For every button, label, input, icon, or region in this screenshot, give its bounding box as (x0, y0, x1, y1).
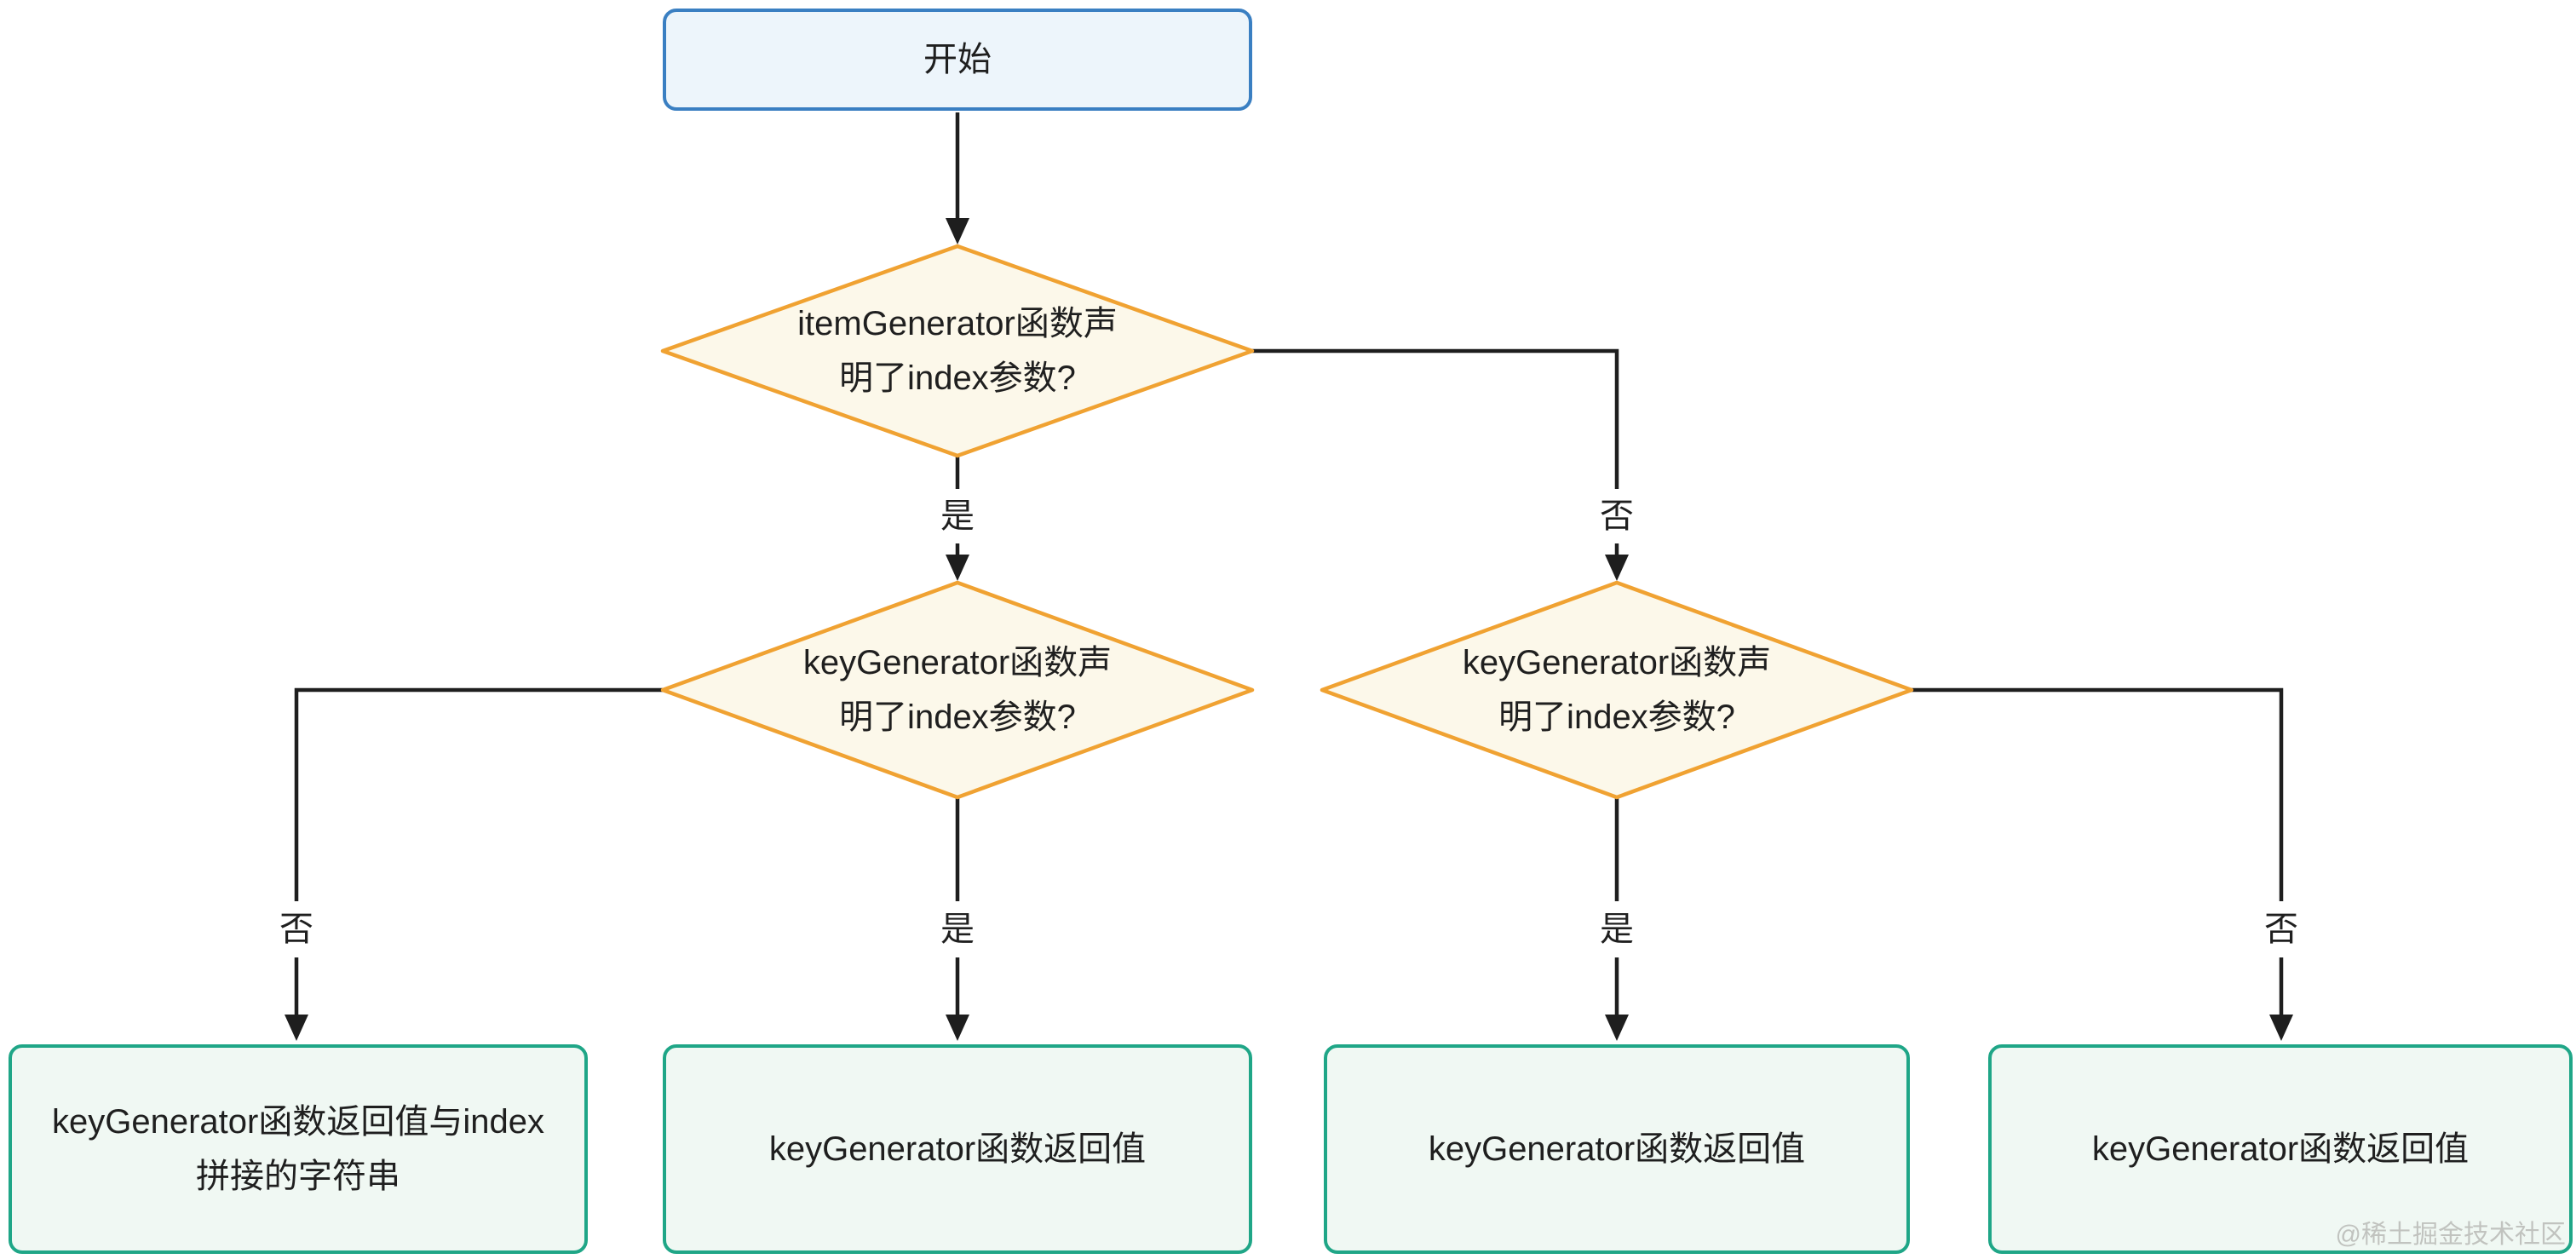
edge-decision1-no-elbow (1252, 348, 1619, 489)
result-node-concat-line1: keyGenerator函数返回值与index (52, 1103, 544, 1141)
edge-label-decision2-yes: 是 (940, 911, 975, 948)
arrowhead-decision2-yes (946, 1015, 969, 1041)
result-node-right: keyGenerator函数返回值 (1988, 1044, 2573, 1254)
result-node-mid: keyGenerator函数返回值 (1324, 1044, 1910, 1254)
start-node-label: 开始 (923, 41, 992, 78)
watermark-text: @稀土掘金技术社区 (2335, 1221, 2566, 1249)
arrowhead-decision1-yes (946, 555, 969, 581)
decision3-diamond-shape (1320, 580, 1914, 800)
arrowhead-decision3-no (2269, 1015, 2293, 1041)
arrowhead-decision2-no (285, 1015, 308, 1041)
edge-label-decision3-yes: 是 (1600, 911, 1634, 948)
result-node-mid-label: keyGenerator函数返回值 (1428, 1130, 1806, 1168)
edge-label-decision1-yes: 是 (940, 497, 975, 535)
decision1-diamond-shape (660, 244, 1255, 458)
result-node-concat-line2: 拼接的字符串 (196, 1158, 400, 1195)
result-node-left: keyGenerator函数返回值 (663, 1044, 1252, 1254)
edge-decision2-no-elbow (294, 687, 663, 901)
arrowhead-decision3-yes (1605, 1015, 1629, 1041)
edge-label-decision1-no: 否 (1600, 497, 1634, 535)
arrowhead-start-to-decision1 (946, 218, 969, 244)
arrowhead-decision1-no (1605, 555, 1629, 581)
result-node-concat: keyGenerator函数返回值与index 拼接的字符串 (9, 1044, 588, 1254)
edge-decision3-no-elbow (1912, 687, 2284, 901)
result-node-right-label: keyGenerator函数返回值 (2091, 1130, 2470, 1168)
start-node: 开始 (663, 9, 1252, 111)
decision2-diamond-shape (660, 580, 1255, 800)
result-node-left-label: keyGenerator函数返回值 (768, 1130, 1147, 1168)
edge-label-decision2-no: 否 (279, 911, 313, 948)
edge-label-decision3-no: 否 (2264, 911, 2298, 948)
